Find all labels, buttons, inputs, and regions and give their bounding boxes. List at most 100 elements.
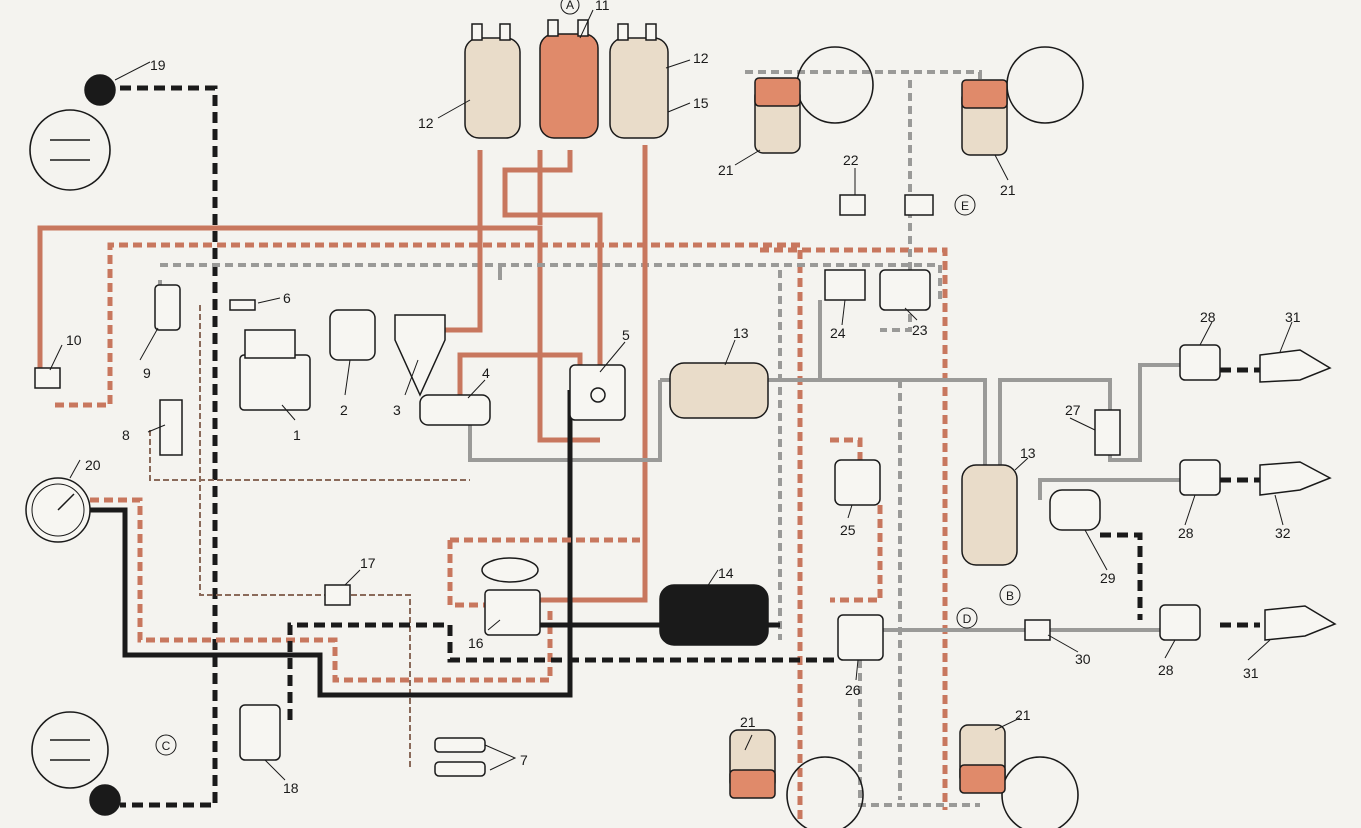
callout-6: 6 [283,290,291,306]
pipe-gray-top [160,263,942,300]
valve-2 [329,309,376,361]
devices [34,194,1337,777]
valve-28-bot [1159,604,1201,641]
circle-label-e: E [954,194,976,216]
pipe-gray-solid-4 [468,380,662,462]
valve-4 [419,394,491,426]
svg-text:C: C [162,739,171,753]
callout-24: 24 [830,325,846,341]
pipe-red-dashed-right [760,247,948,810]
pipe-gray-27 [1038,478,1180,500]
pressure-gauge-icon [25,477,91,543]
pipe-tank-d [540,145,648,603]
pipe-gray-bottom-right [858,660,980,807]
callout-29: 29 [1100,570,1116,586]
valve-29 [1049,489,1101,531]
svg-text:A: A [566,0,574,12]
svg-text:E: E [961,199,969,213]
coupling-31-top [1259,349,1332,383]
callout-32: 32 [1275,525,1291,541]
pipe-black-right [1220,367,1260,628]
switch-30 [1024,619,1051,641]
pipe-tank-c [502,150,603,365]
tank-12-right [609,23,669,139]
callout-28-top: 28 [1200,309,1216,325]
switch-17 [324,584,351,606]
callout-31-bot: 31 [1243,665,1259,681]
callout-22: 22 [843,152,859,168]
valve-27 [1094,409,1121,456]
pipe-gray-28a [998,363,1180,470]
circle-label-a: A [560,0,580,15]
pipe-thin-8 [149,430,470,481]
svg-text:D: D [963,612,972,626]
callout-30: 30 [1075,651,1091,667]
valve-28-top [1179,344,1221,381]
callout-2: 2 [340,402,348,418]
brake-drum-icon [959,724,1079,828]
callout-16: 16 [468,635,484,651]
callout-21-br: 21 [1015,707,1031,723]
brake-drum-icon [754,46,874,154]
valve-9 [154,284,181,331]
callout-28-mid: 28 [1178,525,1194,541]
tank-11 [539,19,599,139]
callout-21-tr: 21 [1000,182,1016,198]
tanks-top [464,19,669,139]
coupling-31-bot [1264,605,1337,641]
callout-4: 4 [482,365,490,381]
tank-14 [659,584,769,646]
callout-7: 7 [520,752,528,768]
valve-e [904,194,934,216]
callout-1: 1 [293,427,301,443]
valve-18 [239,704,281,761]
brake-drum-icon [961,46,1084,156]
circle-label-b: B [999,584,1021,606]
valve-22 [839,194,866,216]
callout-8: 8 [122,427,130,443]
callout-23: 23 [912,322,928,338]
circle-label-d: D [956,607,978,629]
valve-25 [834,459,881,506]
pipe-black-dashed-26 [287,622,840,720]
circle-labels: A B C D E [155,0,1021,756]
tank-12-left [464,23,521,139]
pipe-black-dashed-29 [1100,532,1143,620]
pipe-red-20 [90,497,553,683]
brake-drum-icon [31,711,121,816]
callout-31-top: 31 [1285,309,1301,325]
pipes [37,70,1260,820]
callout-25: 25 [840,522,856,538]
pipe-black-20 [90,390,573,698]
pipe-red-dashed-16 [447,537,640,608]
callout-13-right: 13 [1020,445,1036,461]
callout-10: 10 [66,332,82,348]
pipe-red-dashed-top [55,242,803,820]
callout-28-bot: 28 [1158,662,1174,678]
callout-21-bl: 21 [740,714,756,730]
callout-21-tl: 21 [718,162,734,178]
leader-lines [49,9,1293,781]
callout-19: 19 [150,57,166,73]
callout-labels: 1 2 3 4 5 6 7 8 9 10 11 12 12 13 13 14 1… [66,0,1301,796]
callout-9: 9 [143,365,151,381]
callout-26: 26 [845,682,861,698]
callout-15: 15 [693,95,709,111]
tank-13-top [669,362,769,419]
coupling-32 [1259,461,1332,496]
valve-28-mid [1179,459,1221,496]
sensor-7a [434,737,486,753]
brake-drum-icon [29,74,116,191]
callout-18: 18 [283,780,299,796]
valve-16 [484,589,541,636]
callout-13-top: 13 [733,325,749,341]
pipe-tank-b [430,150,483,333]
pipe-red-main [37,225,600,443]
valve-10 [34,367,61,389]
callout-14: 14 [718,565,734,581]
callout-12-right: 12 [693,50,709,66]
separator-3 [394,314,446,397]
callout-20: 20 [85,457,101,473]
valve-26 [837,614,884,661]
callout-17: 17 [360,555,376,571]
